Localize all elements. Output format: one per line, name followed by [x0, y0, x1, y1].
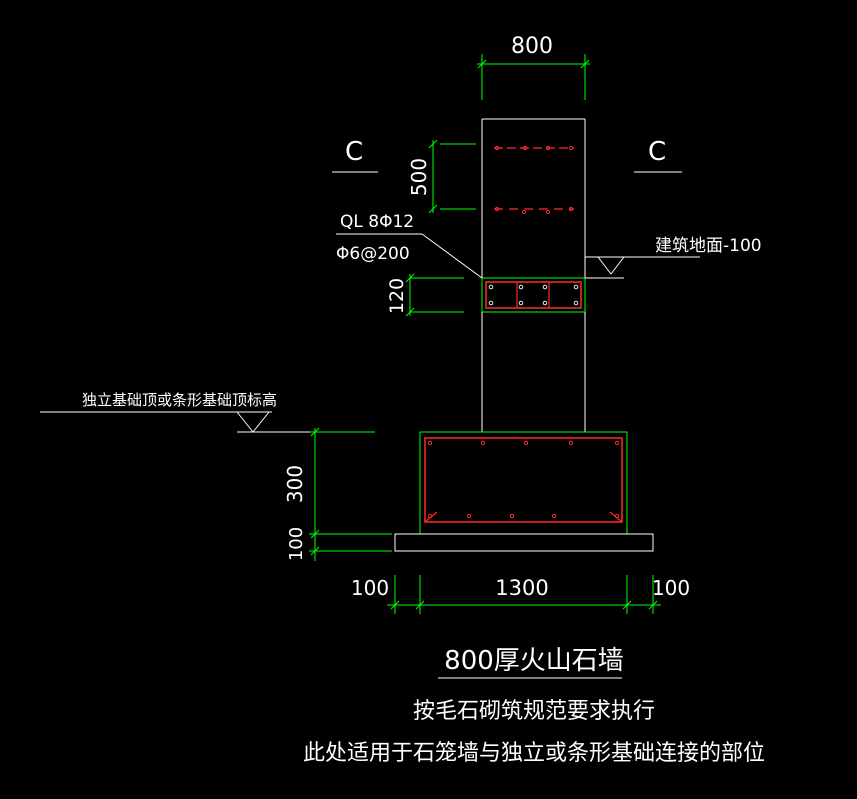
dimension-800-label: 800	[511, 34, 553, 59]
dimension-100-cushion-label: 100	[286, 527, 307, 561]
section-mark-right: C	[648, 137, 666, 167]
section-mark-left: C	[345, 137, 363, 167]
upper-wall-rebar	[494, 147, 574, 210]
ground-level-label: 建筑地面-100	[655, 236, 762, 256]
dimension-120-label: 120	[386, 278, 408, 314]
upper-wall-rebar-dots	[494, 145, 574, 215]
ring-beam-main-bar-label: QL 8Φ12	[340, 212, 414, 232]
dimension-lines	[309, 54, 661, 614]
dimension-1300-label: 1300	[495, 576, 548, 600]
cushion-layer	[394, 533, 654, 552]
wall-title: 800厚火山石墙	[444, 646, 624, 676]
upper-wall	[481, 118, 586, 278]
lower-wall	[481, 312, 586, 432]
ring-beam-stirrup-label: Φ6@200	[336, 244, 410, 264]
footing	[419, 431, 628, 535]
leader-lines	[40, 171, 700, 433]
dimension-100-left-label: 100	[351, 576, 389, 600]
foundation-top-level-label: 独立基础顶或条形基础顶标高	[82, 391, 277, 409]
construction-note-1: 按毛石砌筑规范要求执行	[413, 699, 655, 724]
footing-bars	[427, 440, 620, 519]
dimension-300-label: 300	[283, 465, 307, 503]
ring-beam	[481, 277, 586, 313]
dimension-100-right-label: 100	[652, 576, 690, 600]
dimension-500-label: 500	[407, 158, 431, 196]
construction-note-2: 此处适用于石笼墙与独立或条形基础连接的部位	[303, 741, 765, 766]
ring-beam-bars	[488, 284, 579, 306]
